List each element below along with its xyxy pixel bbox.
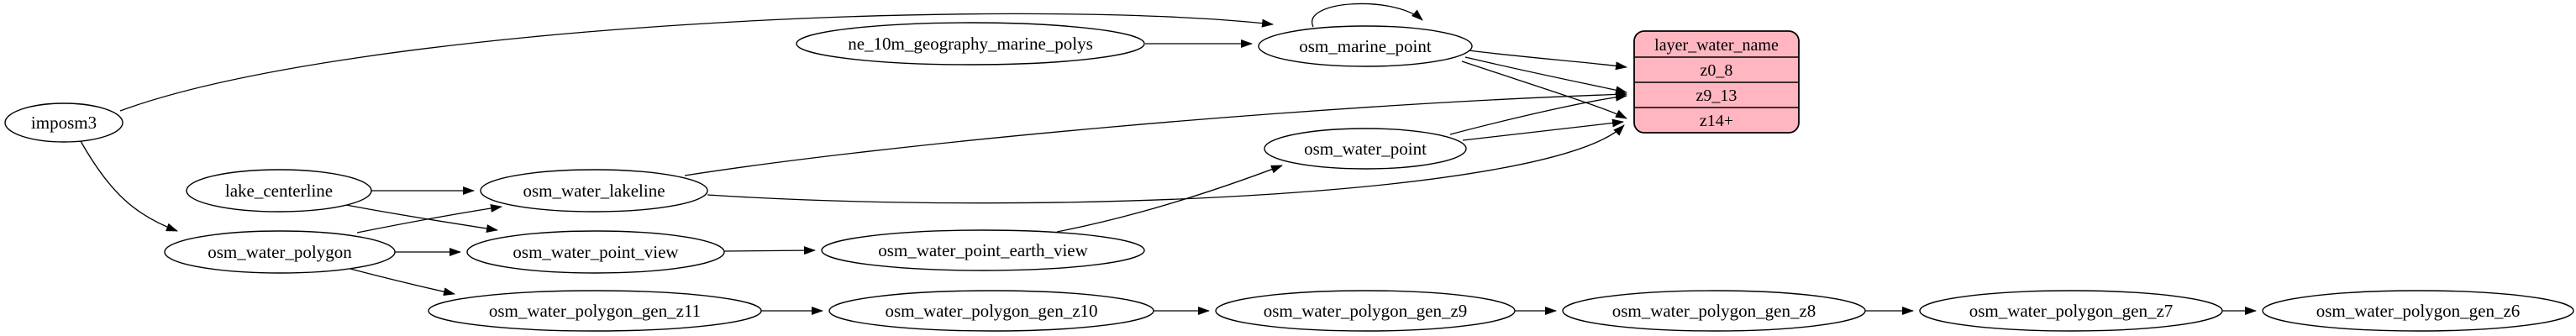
node-gen-z11-shape bbox=[428, 290, 762, 332]
node-gen-z10-shape bbox=[828, 290, 1154, 332]
node-osm-water-lakeline-label: osm_water_lakeline bbox=[523, 181, 665, 201]
record-layer-water-name: layer_water_name z0_8 z9_13 z14+ bbox=[1633, 30, 1800, 134]
node-ne-10m-geography-marine-polys-shape bbox=[796, 22, 1145, 66]
node-osm-water-point: osm_water_point bbox=[1264, 128, 1467, 170]
node-osm-water-polygon-gen-z8: osm_water_polygon_gen_z8 bbox=[1562, 290, 1866, 332]
node-osm-water-polygon-label: osm_water_polygon bbox=[208, 242, 352, 262]
edge-osm_marine_point-z9_13 bbox=[1464, 56, 1627, 95]
node-osm-water-point-label: osm_water_point bbox=[1304, 139, 1427, 159]
node-gen-z10-label: osm_water_polygon_gen_z10 bbox=[885, 301, 1097, 321]
node-osm-water-point-view-label: osm_water_point_view bbox=[513, 242, 679, 262]
node-osm-water-polygon-gen-z11: osm_water_polygon_gen_z11 bbox=[428, 290, 762, 332]
edge-osm_marine_point-z14 bbox=[1461, 60, 1627, 119]
node-lake-centerline: lake_centerline bbox=[186, 169, 372, 213]
edge-osm_marine_point-self-loop bbox=[1312, 3, 1423, 28]
node-gen-z7-shape bbox=[1919, 290, 2223, 332]
record-title: layer_water_name bbox=[1654, 36, 1779, 55]
node-osm-marine-point-label: osm_marine_point bbox=[1299, 36, 1432, 56]
node-osm-water-point-earth-view-shape bbox=[821, 229, 1145, 271]
node-gen-z11-label: osm_water_polygon_gen_z11 bbox=[489, 301, 701, 321]
node-imposm3: imposm3 bbox=[4, 102, 124, 143]
node-gen-z9-shape bbox=[1215, 290, 1516, 332]
node-gen-z9-label: osm_water_polygon_gen_z9 bbox=[1264, 301, 1468, 321]
node-gen-z8-shape bbox=[1562, 290, 1866, 332]
node-osm-marine-point-shape bbox=[1258, 25, 1473, 67]
node-gen-z7-label: osm_water_polygon_gen_z7 bbox=[1969, 301, 2174, 321]
node-osm-water-lakeline: osm_water_lakeline bbox=[480, 169, 708, 213]
node-osm-water-polygon-gen-z6: osm_water_polygon_gen_z6 bbox=[2262, 290, 2574, 332]
node-osm-water-point-earth-view-label: osm_water_point_earth_view bbox=[878, 240, 1088, 260]
node-lake-centerline-label: lake_centerline bbox=[225, 181, 333, 201]
node-osm-water-point-shape bbox=[1264, 128, 1467, 170]
edge-lake_centerline-osm_water_point_view bbox=[345, 204, 498, 233]
edge-osm_water_point-z9_13 bbox=[1449, 92, 1627, 135]
node-osm-water-polygon-shape bbox=[164, 230, 396, 274]
node-imposm3-label: imposm3 bbox=[31, 113, 97, 133]
node-osm-water-point-view: osm_water_point_view bbox=[466, 230, 725, 274]
node-lake-centerline-shape bbox=[186, 169, 372, 213]
node-gen-z6-label: osm_water_polygon_gen_z6 bbox=[2316, 301, 2521, 321]
node-osm-water-point-earth-view: osm_water_point_earth_view bbox=[821, 229, 1145, 271]
edge-osm_water_polygon-osm_water_lakeline bbox=[356, 204, 502, 234]
node-gen-z6-shape bbox=[2262, 290, 2574, 332]
node-osm-water-point-view-shape bbox=[466, 230, 725, 274]
node-osm-water-lakeline-shape bbox=[480, 169, 708, 213]
edge-osm_water_lakeline-z14 bbox=[707, 124, 1625, 204]
record-row-z9-13: z9_13 bbox=[1696, 87, 1737, 105]
edge-imposm3-osm_water_polygon bbox=[80, 140, 178, 232]
edge-imposm3-osm_marine_point bbox=[119, 13, 1274, 112]
node-osm-water-polygon-gen-z10: osm_water_polygon_gen_z10 bbox=[828, 290, 1154, 332]
node-imposm3-shape bbox=[4, 102, 124, 143]
node-osm-water-polygon-gen-z7: osm_water_polygon_gen_z7 bbox=[1919, 290, 2223, 332]
edges bbox=[80, 3, 2257, 315]
node-osm-water-polygon: osm_water_polygon bbox=[164, 230, 396, 274]
node-gen-z8-label: osm_water_polygon_gen_z8 bbox=[1612, 301, 1816, 321]
record-row-z14: z14+ bbox=[1700, 112, 1733, 130]
node-ne-10m-geography-marine-polys-label: ne_10m_geography_marine_polys bbox=[848, 34, 1093, 54]
edge-osm_water_polygon-gen_z11 bbox=[346, 267, 455, 297]
edge-osm_marine_point-z0_8 bbox=[1468, 50, 1627, 71]
edge-osm_water_point-z14 bbox=[1462, 118, 1624, 141]
node-osm-marine-point: osm_marine_point bbox=[1258, 25, 1473, 67]
edge-osm_water_lakeline-z9_13 bbox=[684, 90, 1627, 176]
record-row-z0-8: z0_8 bbox=[1701, 61, 1733, 80]
edge-osm_water_point_view-earth_view bbox=[723, 246, 816, 255]
edge-earth_view-osm_water_point bbox=[1056, 165, 1283, 233]
node-ne-10m-geography-marine-polys: ne_10m_geography_marine_polys bbox=[796, 22, 1145, 66]
node-osm-water-polygon-gen-z9: osm_water_polygon_gen_z9 bbox=[1215, 290, 1516, 332]
